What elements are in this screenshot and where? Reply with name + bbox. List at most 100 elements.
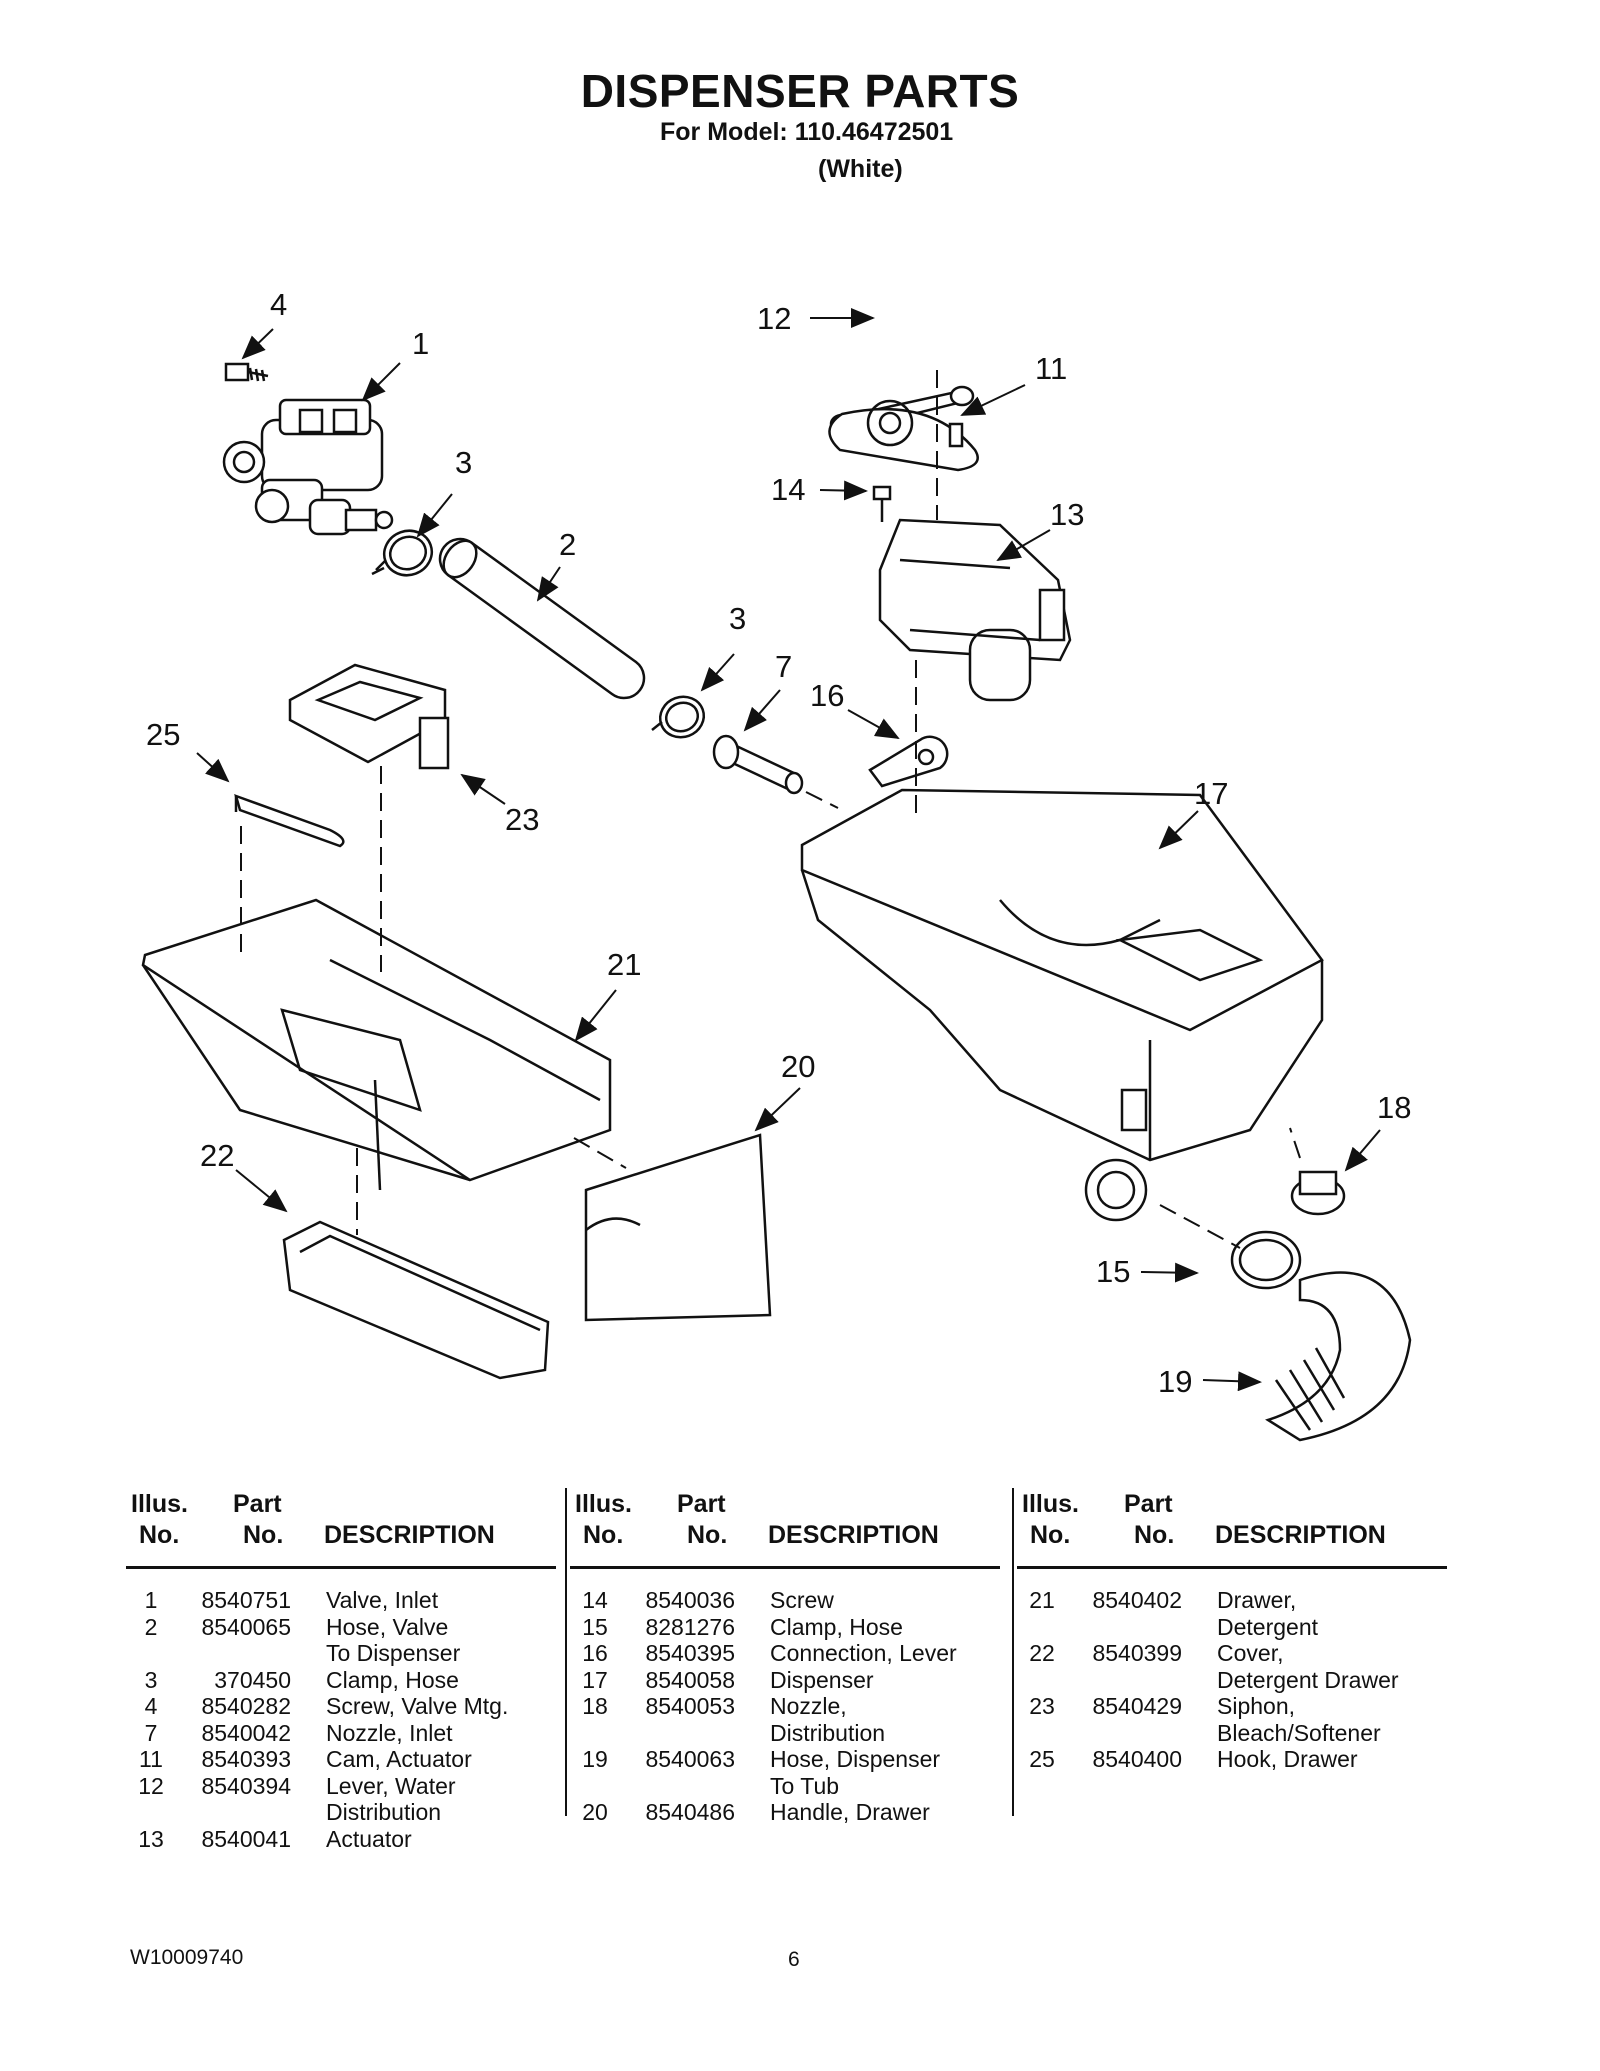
illus-number: 2 (144, 1613, 158, 1640)
header-part-no: No. (687, 1521, 728, 1549)
illus-number: 18 (582, 1693, 608, 1719)
part-description: Screw, Valve Mtg. (326, 1693, 509, 1719)
illus-number: 11 (139, 1746, 163, 1772)
part-number: 8281276 (645, 1613, 735, 1640)
illus-number: 13 (138, 1825, 164, 1852)
part-description: Screw (770, 1587, 834, 1613)
header-illus: Illus. (131, 1490, 188, 1518)
part-description: To Dispenser (326, 1640, 461, 1666)
dispenser-part (800, 788, 1324, 1222)
illus-number: 21 (1029, 1587, 1055, 1613)
header-illus-no: No. (583, 1521, 624, 1549)
callout-2: 2 (559, 527, 576, 562)
part-number: 8540429 (1092, 1693, 1182, 1719)
table-header: Illus. No. Part No. DESCRIPTION (570, 1488, 1000, 1569)
illus-number: 20 (582, 1799, 608, 1825)
page-title: DISPENSER PARTS (580, 65, 1020, 117)
illus-number: 3 (144, 1666, 158, 1693)
detergent-drawer-part (141, 898, 612, 1191)
hose-dispenser-to-tub-part (1265, 1271, 1412, 1442)
illus-number: 12 (138, 1772, 164, 1799)
part-description: Lever, Water (326, 1772, 456, 1799)
hose-clamp-lower-part (1230, 1230, 1302, 1290)
part-description: Clamp, Hose (770, 1613, 903, 1640)
illus-number: 17 (582, 1666, 608, 1693)
part-number: 8540058 (645, 1666, 735, 1693)
distribution-nozzle-part (1290, 1170, 1346, 1216)
callout-4: 4 (270, 287, 287, 322)
part-description: Detergent Drawer (1217, 1666, 1399, 1693)
illus-number: 4 (144, 1693, 158, 1719)
actuator-part (878, 518, 1072, 702)
part-number: 8540042 (201, 1719, 291, 1746)
callout-12: 12 (757, 301, 791, 336)
part-number: 8540053 (645, 1693, 735, 1719)
callout-23: 23 (505, 802, 539, 837)
callout-13: 13 (1050, 497, 1084, 532)
part-description: Siphon, (1217, 1693, 1296, 1719)
part-number: 8540065 (201, 1613, 291, 1640)
illus-number: 19 (582, 1746, 608, 1772)
callout-7: 7 (775, 649, 792, 684)
part-description: Valve, Inlet (326, 1587, 439, 1613)
inlet-nozzle-part (712, 734, 804, 795)
part-number: 8540063 (645, 1746, 735, 1772)
callout-11: 11 (1035, 351, 1067, 386)
header-part: Part (677, 1490, 726, 1518)
part-description: Drawer, (1217, 1587, 1297, 1613)
inlet-valve-part (222, 398, 394, 536)
part-number: 8540399 (1092, 1640, 1182, 1666)
callout-25: 25 (146, 717, 180, 752)
hose-clamp-part (651, 695, 706, 739)
part-number: 8540393 (201, 1746, 291, 1772)
screw-valve-mounting-part (224, 362, 269, 382)
header-illus-no: No. (1030, 1521, 1071, 1549)
callout-17: 17 (1194, 776, 1228, 811)
part-description: Hose, Dispenser (770, 1746, 941, 1772)
part-number: 8540395 (645, 1640, 735, 1666)
callout-20: 20 (781, 1049, 815, 1084)
hose-clamp-part (371, 529, 434, 577)
part-description: Actuator (326, 1825, 412, 1852)
actuator-cam-part (828, 399, 979, 472)
column-divider (565, 1488, 567, 1816)
part-description: Hook, Drawer (1217, 1746, 1358, 1772)
callout-16: 16 (810, 678, 844, 713)
part-number: 8540486 (645, 1799, 735, 1825)
callout-3: 3 (455, 445, 472, 480)
part-description: Bleach/Softener (1217, 1719, 1381, 1746)
table-header: Illus. No. Part No. DESCRIPTION (1017, 1488, 1447, 1569)
part-description: Distribution (326, 1799, 442, 1825)
header-description: DESCRIPTION (324, 1521, 495, 1549)
callout-21: 21 (607, 947, 641, 982)
drawer-handle-part (584, 1133, 772, 1322)
hose-valve-to-dispenser-part (438, 537, 646, 700)
header-illus-no: No. (139, 1521, 180, 1549)
callout-19: 19 (1158, 1364, 1192, 1399)
part-number: 8540036 (645, 1587, 735, 1613)
part-description: To Tub (770, 1772, 840, 1799)
connection-lever-part (868, 735, 949, 788)
model-number: For Model: 110.46472501 (660, 118, 954, 146)
table-header: Illus. No. Part No. DESCRIPTION (126, 1488, 556, 1569)
header-part-no: No. (243, 1521, 284, 1549)
callout-22: 22 (200, 1138, 234, 1173)
part-number: 8540402 (1092, 1587, 1182, 1613)
bleach-softener-siphon-part (288, 663, 450, 770)
